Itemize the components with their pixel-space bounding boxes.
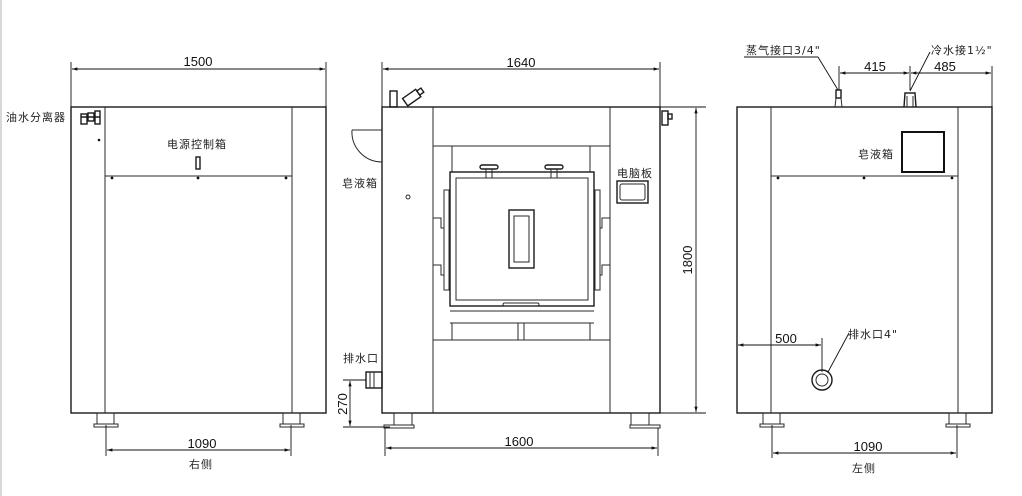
cold-water-inlet-icon bbox=[903, 92, 917, 108]
label-cold-water-inlet: 冷水接1½" bbox=[931, 44, 993, 57]
dim-1600: 1600 bbox=[505, 434, 534, 449]
dim-1090-left: 1090 bbox=[854, 439, 883, 454]
right-side-view: 1500 油水分离器 电源控制箱 1090 bbox=[6, 54, 327, 471]
top-fitting-icon bbox=[389, 90, 398, 108]
feet bbox=[93, 412, 305, 428]
oil-water-separator-icon bbox=[80, 110, 101, 125]
dim-1090-right: 1090 bbox=[188, 436, 217, 451]
left-side-view: 蒸气接口3/4" 冷水接1½" 415 485 皂液箱 500 排水口4" 10… bbox=[736, 43, 993, 475]
steam-inlet-icon bbox=[834, 89, 843, 108]
dim-1500: 1500 bbox=[184, 54, 213, 69]
label-steam-inlet: 蒸气接口3/4" bbox=[746, 43, 821, 57]
label-soap-box-front: 皂液箱 bbox=[342, 176, 378, 190]
label-drain-outlet-left: 排水口4" bbox=[848, 327, 898, 341]
dim-415: 415 bbox=[864, 59, 886, 74]
dim-270: 270 bbox=[335, 393, 350, 415]
drain-outlet-left-icon bbox=[811, 369, 833, 391]
label-drain-outlet-front: 排水口 bbox=[343, 351, 379, 365]
label-computer-panel: 电脑板 bbox=[617, 166, 653, 180]
inspection-window-icon bbox=[508, 209, 535, 269]
caption-left-side: 左侧 bbox=[852, 462, 876, 475]
soap-box-door-icon bbox=[351, 129, 383, 163]
valve-icon bbox=[401, 87, 425, 107]
air-filter-icon bbox=[661, 110, 673, 126]
dim-1800: 1800 bbox=[680, 246, 695, 275]
caption-right-side: 右侧 bbox=[189, 457, 213, 471]
label-soap-box-left: 皂液箱 bbox=[858, 147, 894, 161]
left-edge-border bbox=[0, 0, 2, 496]
label-oil-water-separator: 油水分离器 bbox=[6, 110, 66, 124]
dim-1640: 1640 bbox=[507, 55, 536, 70]
power-switch-icon bbox=[195, 156, 201, 170]
dim-500: 500 bbox=[775, 331, 797, 346]
soap-box-panel bbox=[901, 131, 945, 173]
label-power-control-box: 电源控制箱 bbox=[167, 137, 227, 151]
computer-panel-screen bbox=[616, 180, 649, 204]
front-view: 1640 皂液箱 bbox=[335, 55, 706, 456]
dim-485: 485 bbox=[934, 59, 956, 74]
